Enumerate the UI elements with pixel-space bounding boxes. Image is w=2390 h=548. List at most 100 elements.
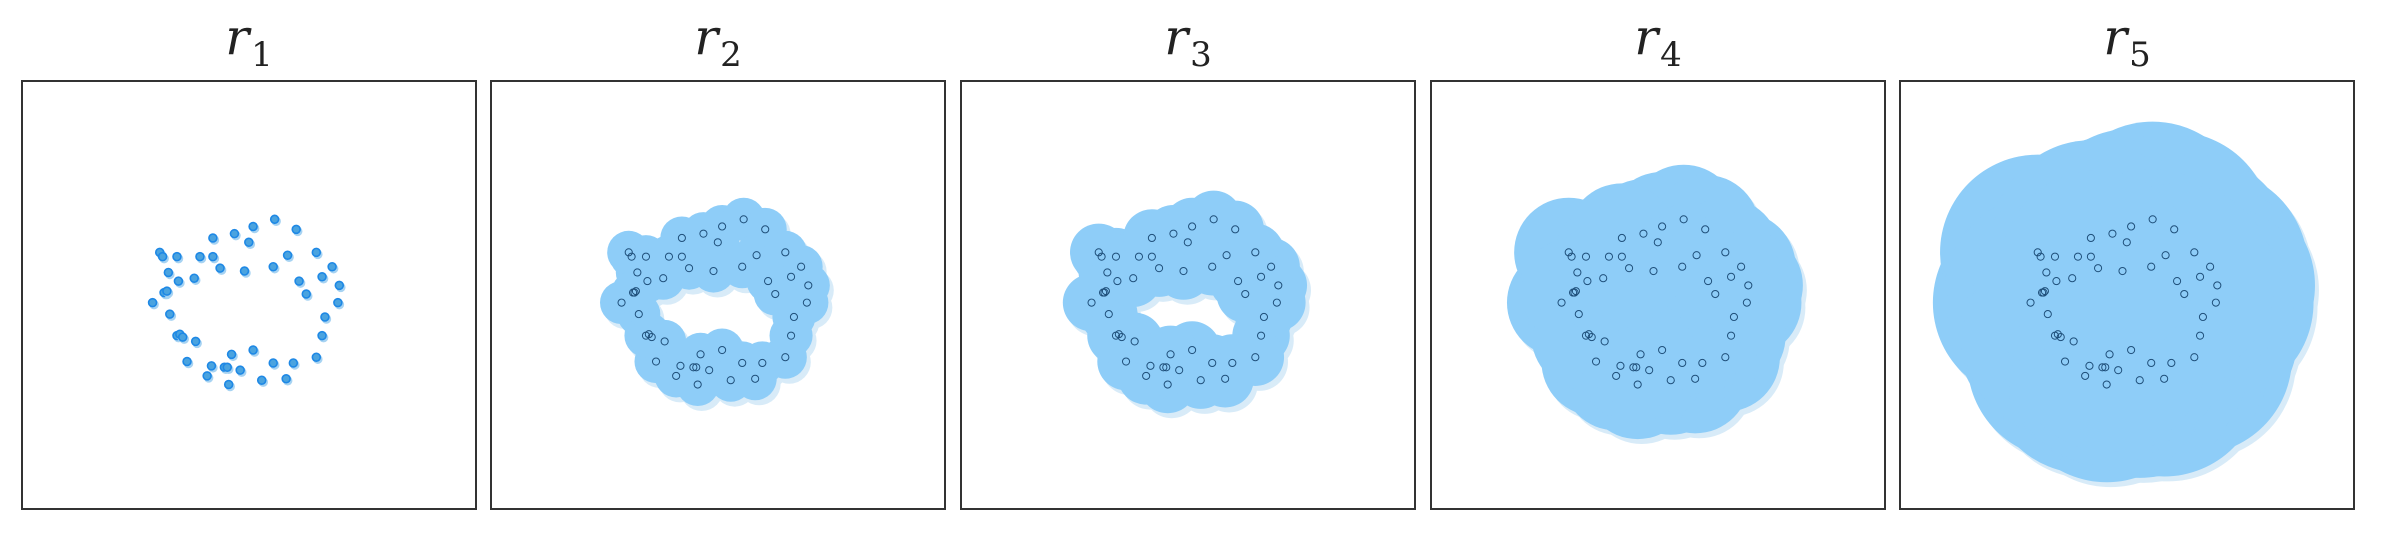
data-point bbox=[659, 274, 668, 283]
data-point bbox=[222, 362, 233, 373]
data-point bbox=[1721, 353, 1730, 362]
data-point bbox=[2122, 238, 2131, 247]
data-point bbox=[256, 375, 267, 385]
radius-symbol: r bbox=[694, 8, 719, 66]
data-point bbox=[2147, 358, 2156, 368]
data-point bbox=[1134, 252, 1144, 261]
data-point bbox=[644, 330, 653, 339]
data-point bbox=[2118, 266, 2127, 276]
disk bbox=[667, 246, 711, 290]
data-point bbox=[157, 251, 168, 262]
data-point bbox=[291, 224, 301, 235]
radius-subscript: 5 bbox=[2129, 35, 2151, 75]
data-point bbox=[2198, 312, 2207, 322]
data-point bbox=[787, 272, 796, 281]
data-point bbox=[1142, 371, 1151, 380]
data-point bbox=[647, 333, 656, 342]
data-point bbox=[1600, 337, 1609, 346]
data-point bbox=[2053, 330, 2062, 339]
data-point bbox=[2135, 376, 2144, 385]
data-point bbox=[177, 332, 188, 342]
data-point bbox=[2108, 229, 2117, 238]
data-point bbox=[2180, 289, 2189, 299]
data-point bbox=[1209, 215, 1218, 224]
data-point bbox=[709, 266, 718, 276]
data-point bbox=[1175, 366, 1184, 375]
data-point bbox=[239, 266, 250, 276]
data-point bbox=[2086, 233, 2095, 243]
data-point bbox=[1721, 248, 1730, 257]
data-point bbox=[2114, 366, 2123, 375]
data-point bbox=[804, 281, 813, 290]
data-point bbox=[738, 262, 747, 271]
data-point bbox=[190, 336, 201, 347]
data-point bbox=[1567, 252, 1576, 261]
data-point bbox=[1584, 330, 1593, 339]
data-point bbox=[311, 247, 322, 258]
radius-symbol: r bbox=[2103, 8, 2128, 66]
data-point bbox=[1101, 287, 1110, 296]
data-point bbox=[2052, 277, 2061, 286]
data-point bbox=[2196, 331, 2205, 340]
data-point bbox=[1208, 262, 1217, 271]
data-point bbox=[739, 215, 748, 224]
disk bbox=[610, 235, 654, 279]
data-point bbox=[226, 349, 237, 360]
data-point bbox=[1625, 264, 1634, 273]
data-point bbox=[2167, 358, 2176, 368]
data-point bbox=[2190, 248, 2199, 257]
data-point bbox=[627, 252, 636, 261]
data-point bbox=[1188, 222, 1197, 231]
data-point bbox=[2026, 298, 2035, 307]
data-point bbox=[1727, 272, 1736, 281]
panel-r5 bbox=[1899, 80, 2355, 510]
data-point bbox=[624, 248, 633, 257]
sample-points bbox=[617, 215, 813, 389]
panel-title-r3: r3 bbox=[958, 6, 1418, 86]
data-point bbox=[1587, 333, 1596, 342]
data-point bbox=[311, 352, 322, 362]
disk bbox=[746, 259, 790, 303]
disk bbox=[1209, 252, 1267, 310]
coverage-union bbox=[1062, 190, 1308, 414]
data-point bbox=[244, 237, 254, 248]
data-point bbox=[1632, 363, 1641, 372]
data-point bbox=[1678, 262, 1687, 271]
data-point bbox=[761, 225, 770, 234]
data-point bbox=[327, 261, 337, 272]
data-point bbox=[1234, 277, 1243, 286]
data-point bbox=[1617, 233, 1626, 243]
data-point bbox=[677, 233, 686, 243]
sample-points bbox=[147, 214, 346, 392]
data-point bbox=[713, 238, 722, 247]
data-point bbox=[2105, 350, 2114, 359]
data-point bbox=[268, 358, 278, 368]
data-point bbox=[1228, 358, 1237, 368]
sample-points bbox=[1087, 215, 1283, 389]
data-point bbox=[229, 228, 240, 239]
data-point bbox=[2081, 371, 2090, 380]
data-point bbox=[758, 358, 767, 368]
data-point bbox=[1097, 252, 1106, 261]
data-point bbox=[1701, 225, 1710, 234]
data-point bbox=[2033, 248, 2042, 257]
data-point bbox=[334, 280, 345, 291]
data-point bbox=[1591, 357, 1601, 366]
data-point bbox=[1188, 345, 1197, 355]
data-point bbox=[2101, 363, 2110, 372]
data-point bbox=[1111, 252, 1121, 261]
data-point bbox=[2086, 252, 2095, 261]
data-point bbox=[2042, 268, 2051, 277]
panel-canvas bbox=[1506, 164, 1807, 445]
data-point bbox=[1259, 312, 1268, 322]
data-point bbox=[2060, 357, 2070, 366]
data-point bbox=[1121, 357, 1131, 366]
data-point bbox=[1196, 376, 1205, 385]
data-point bbox=[1711, 289, 1720, 299]
data-point bbox=[2161, 251, 2170, 260]
data-point bbox=[2069, 337, 2078, 346]
data-point bbox=[2173, 277, 2182, 286]
data-point bbox=[1179, 266, 1188, 276]
data-point bbox=[1094, 248, 1103, 257]
data-point bbox=[1645, 366, 1654, 375]
